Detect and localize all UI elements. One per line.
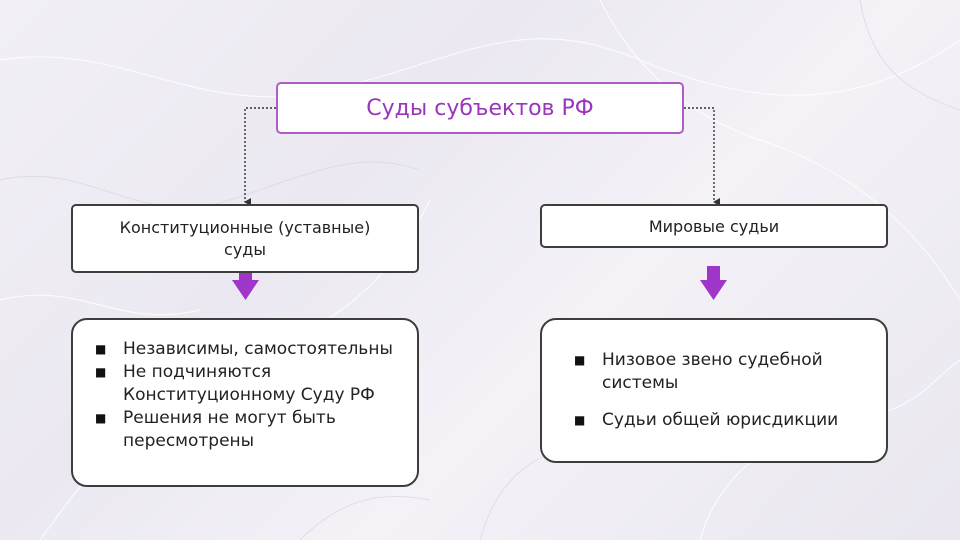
square-bullet-icon: ■ <box>574 353 586 367</box>
square-bullet-icon: ■ <box>95 365 107 379</box>
square-bullet-icon: ■ <box>95 411 107 425</box>
connector-left <box>244 107 276 206</box>
list-item-text: Независимы, самостоятельны <box>123 339 393 359</box>
list-item-text: Не подчиняются Конституционному Суду РФ <box>123 362 375 405</box>
connector-right <box>684 107 720 206</box>
bullet-list: ■ Независимы, самостоятельны ■ Не подчиняю… <box>91 338 403 453</box>
bullet-list: ■ Низовое звено судебной системы ■ Судьи о… <box>570 349 872 432</box>
list-item: ■ Решения не могут быть пересмотрены <box>91 407 403 453</box>
branch-node-label: Конституционные (уставные) суды <box>119 217 371 259</box>
list-item: ■ Независимы, самостоятельны <box>91 338 403 361</box>
details-box-magistrates: ■ Низовое звено судебной системы ■ Судьи о… <box>540 318 888 463</box>
square-bullet-icon: ■ <box>574 413 586 427</box>
root-node-label: Суды субъектов РФ <box>366 95 594 121</box>
arrow-down-icon <box>232 266 259 300</box>
root-node: Суды субъектов РФ <box>276 82 684 134</box>
branch-node-constitutional: Конституционные (уставные) суды <box>71 204 419 273</box>
list-item-text: Судьи общей юрисдикции <box>602 410 839 430</box>
arrow-down-icon <box>700 266 727 300</box>
branch-node-magistrates: Мировые судьи <box>540 204 888 248</box>
list-item: ■ Не подчиняются Конституционному Суду РФ <box>91 361 403 407</box>
list-item: ■ Низовое звено судебной системы <box>570 349 872 395</box>
list-item-text: Низовое звено судебной системы <box>602 350 823 393</box>
branch-node-label: Мировые судьи <box>648 216 780 236</box>
list-item-text: Решения не могут быть пересмотрены <box>123 408 336 451</box>
square-bullet-icon: ■ <box>95 342 107 356</box>
list-item: ■ Судьи общей юрисдикции <box>570 409 872 432</box>
details-box-constitutional: ■ Независимы, самостоятельны ■ Не подчиняю… <box>71 318 419 487</box>
